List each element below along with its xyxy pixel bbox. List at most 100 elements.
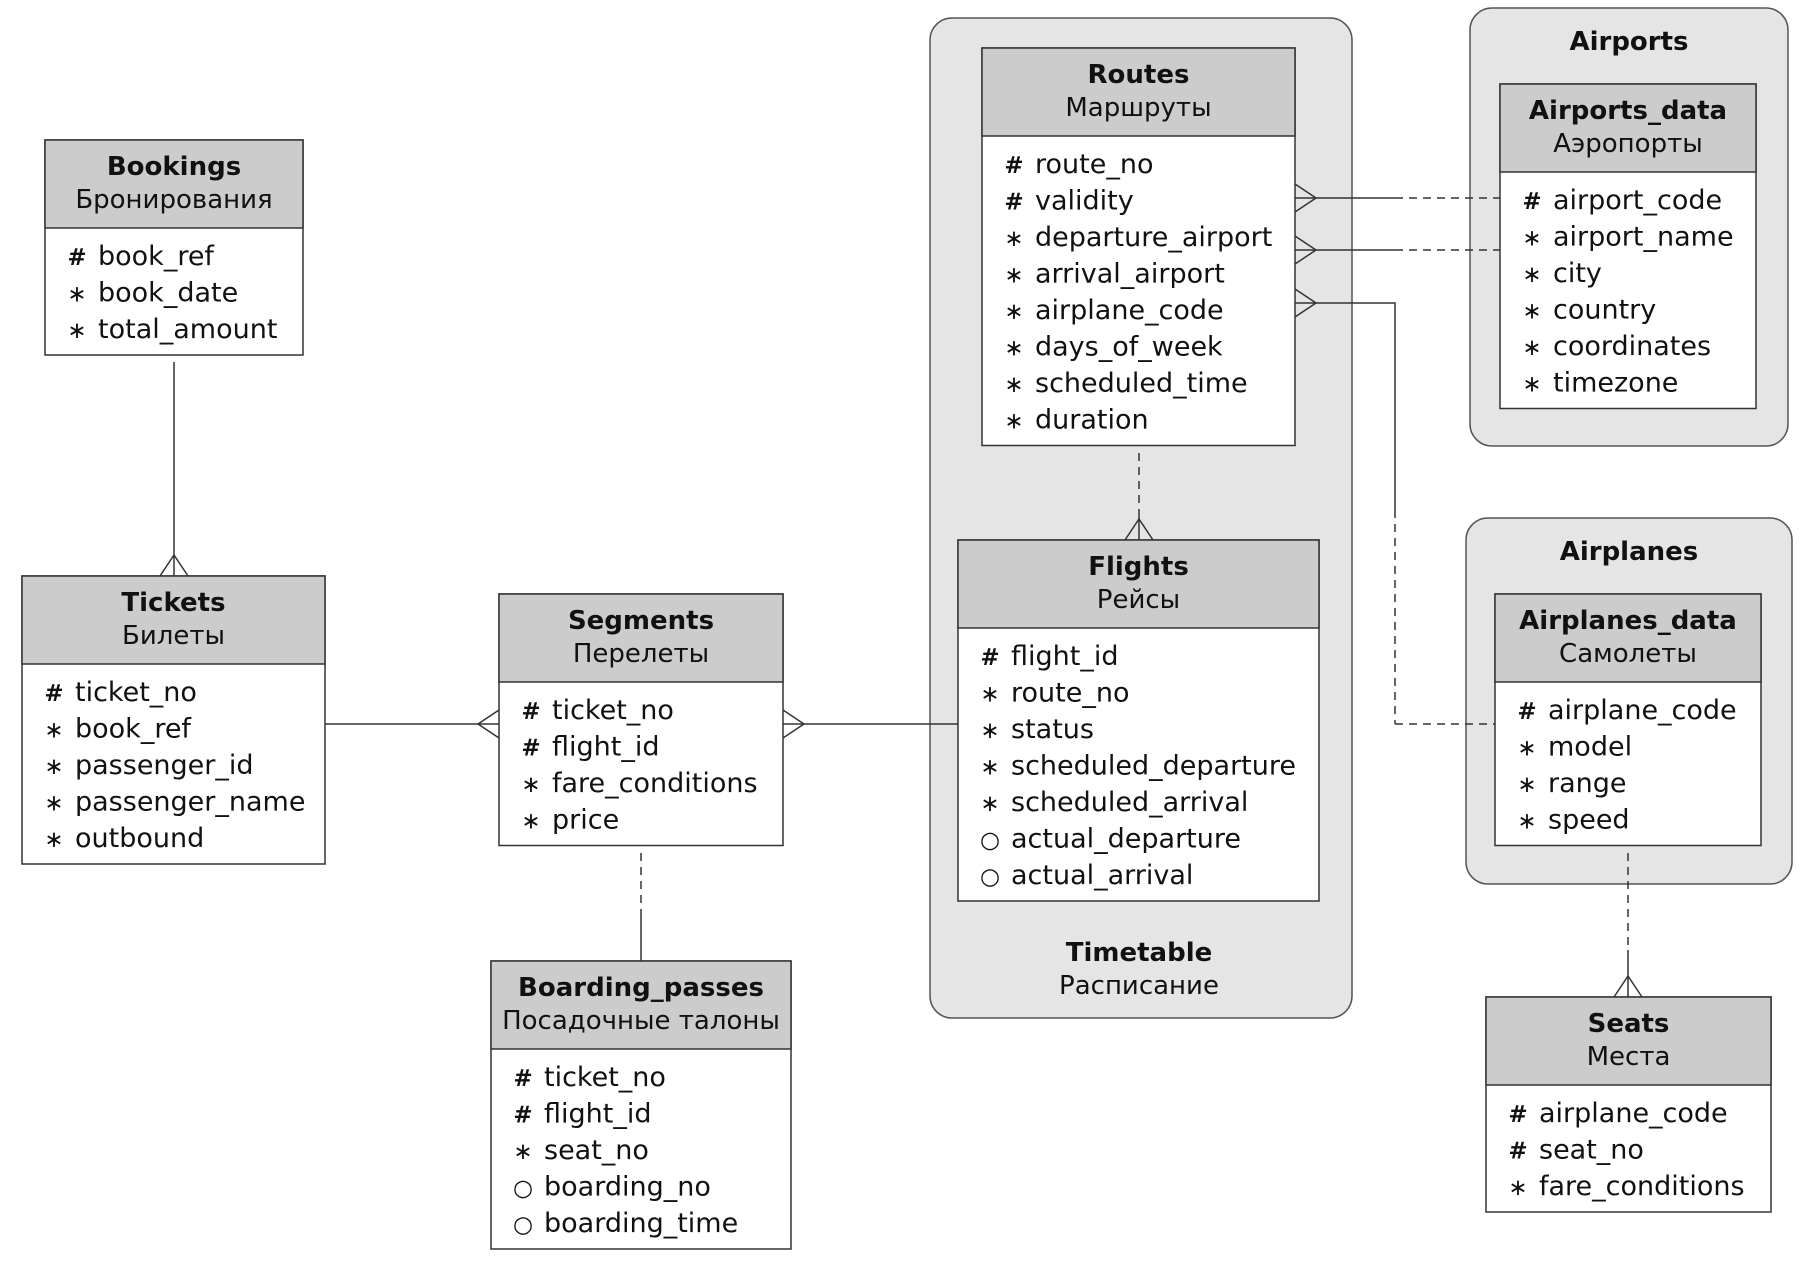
- field-marker: ○: [513, 1212, 533, 1238]
- field-marker: ∗: [1004, 409, 1023, 435]
- field-marker: #: [1522, 189, 1541, 215]
- flights-entity: FlightsРейсы#flight_id∗route_no∗status∗s…: [957, 539, 1320, 902]
- field-name: fare_conditions: [1539, 1171, 1745, 1202]
- entity-header: [498, 593, 784, 683]
- field-name: ticket_no: [544, 1062, 666, 1093]
- field-name: scheduled_arrival: [1011, 787, 1248, 818]
- entity-subtitle: Посадочные талоны: [502, 1006, 780, 1036]
- field-marker: ∗: [1517, 809, 1536, 835]
- field-name: actual_arrival: [1011, 860, 1193, 891]
- field-name: book_ref: [75, 714, 192, 745]
- entity-subtitle: Бронирования: [75, 185, 272, 215]
- field-name: flight_id: [544, 1099, 652, 1130]
- field-marker: ∗: [44, 718, 63, 744]
- field-name: fare_conditions: [552, 768, 758, 799]
- crowfoot-flights: [1124, 517, 1154, 541]
- field-name: range: [1548, 768, 1627, 799]
- field-name: outbound: [75, 823, 204, 854]
- field-marker: ∗: [1004, 226, 1023, 252]
- field-name: boarding_time: [544, 1208, 738, 1239]
- crowfoot-tickets: [159, 553, 189, 577]
- field-name: scheduled_time: [1035, 368, 1248, 399]
- field-name: airplane_code: [1035, 295, 1224, 326]
- field-marker: #: [980, 645, 999, 671]
- field-marker: ∗: [1517, 736, 1536, 762]
- crowfoot-routes-airplane: [1294, 288, 1318, 318]
- field-name: scheduled_departure: [1011, 751, 1296, 782]
- crowfoot-segments-left: [476, 709, 500, 739]
- field-name: model: [1548, 732, 1632, 763]
- field-marker: ∗: [1522, 226, 1541, 252]
- entity-subtitle: Самолеты: [1559, 639, 1697, 669]
- field-marker: #: [67, 245, 86, 271]
- field-name: airport_code: [1553, 185, 1722, 216]
- entity-header: [44, 139, 304, 229]
- entity-title: Segments: [568, 606, 714, 636]
- crowfoot-segments-right: [782, 709, 806, 739]
- field-name: book_date: [98, 278, 238, 309]
- field-name: passenger_id: [75, 750, 254, 781]
- field-marker: ∗: [1522, 372, 1541, 398]
- field-name: airplane_code: [1548, 695, 1737, 726]
- entity-header: [21, 575, 326, 665]
- field-name: seat_no: [544, 1135, 649, 1166]
- field-marker: ∗: [1004, 372, 1023, 398]
- field-name: airport_name: [1553, 222, 1734, 253]
- field-name: seat_no: [1539, 1135, 1644, 1166]
- field-marker: ○: [980, 828, 1000, 854]
- field-marker: ∗: [1522, 335, 1541, 361]
- entity-subtitle: Билеты: [122, 621, 225, 651]
- field-name: passenger_name: [75, 787, 305, 818]
- segments-entity: SegmentsПерелеты#ticket_no#flight_id∗far…: [498, 593, 784, 847]
- entity-subtitle: Рейсы: [1097, 585, 1180, 615]
- entity-title: Seats: [1588, 1009, 1670, 1039]
- field-name: flight_id: [1011, 641, 1119, 672]
- field-name: route_no: [1035, 149, 1153, 180]
- field-marker: ∗: [1522, 262, 1541, 288]
- field-marker: ∗: [44, 754, 63, 780]
- field-marker: #: [1517, 699, 1536, 725]
- field-marker: ∗: [980, 791, 999, 817]
- field-name: book_ref: [98, 241, 215, 272]
- field-name: coordinates: [1553, 331, 1711, 362]
- field-marker: #: [513, 1103, 532, 1129]
- connectors: [159, 183, 1643, 998]
- crowfoot-seats: [1613, 974, 1643, 998]
- field-marker: ∗: [1508, 1175, 1527, 1201]
- field-name: route_no: [1011, 678, 1129, 709]
- field-name: total_amount: [98, 314, 277, 345]
- field-marker: ∗: [67, 282, 86, 308]
- airplanes-group-title: Airplanes: [1560, 537, 1699, 567]
- entity-header: [1485, 996, 1772, 1086]
- field-name: ticket_no: [552, 695, 674, 726]
- field-name: validity: [1035, 186, 1134, 217]
- field-name: country: [1553, 295, 1656, 326]
- field-marker: ∗: [513, 1139, 532, 1165]
- field-name: timezone: [1553, 368, 1678, 399]
- entity-title: Routes: [1088, 60, 1190, 90]
- entity-subtitle: Аэропорты: [1553, 129, 1703, 159]
- crowfoot-routes-arrival: [1294, 235, 1318, 265]
- field-marker: ∗: [1004, 263, 1023, 289]
- field-marker: ∗: [980, 755, 999, 781]
- field-marker: #: [1004, 190, 1023, 216]
- field-marker: #: [1508, 1139, 1527, 1165]
- field-marker: ∗: [521, 809, 540, 835]
- field-marker: ∗: [1004, 299, 1023, 325]
- entity-header: [957, 539, 1320, 629]
- entity-subtitle: Места: [1587, 1042, 1671, 1072]
- field-marker: ∗: [980, 718, 999, 744]
- entity-title: Airplanes_data: [1519, 606, 1737, 636]
- field-name: boarding_no: [544, 1172, 711, 1203]
- bookings-entity: BookingsБронирования#book_ref∗book_date∗…: [44, 139, 304, 356]
- field-marker: ∗: [521, 772, 540, 798]
- entity-header: [490, 960, 792, 1050]
- entity-subtitle: Перелеты: [573, 639, 709, 669]
- field-name: status: [1011, 714, 1094, 745]
- rel-airplanes-routes: [1295, 302, 1396, 510]
- field-marker: ∗: [1517, 772, 1536, 798]
- entity-title: Airports_data: [1529, 96, 1727, 126]
- entity-header: [1494, 593, 1762, 683]
